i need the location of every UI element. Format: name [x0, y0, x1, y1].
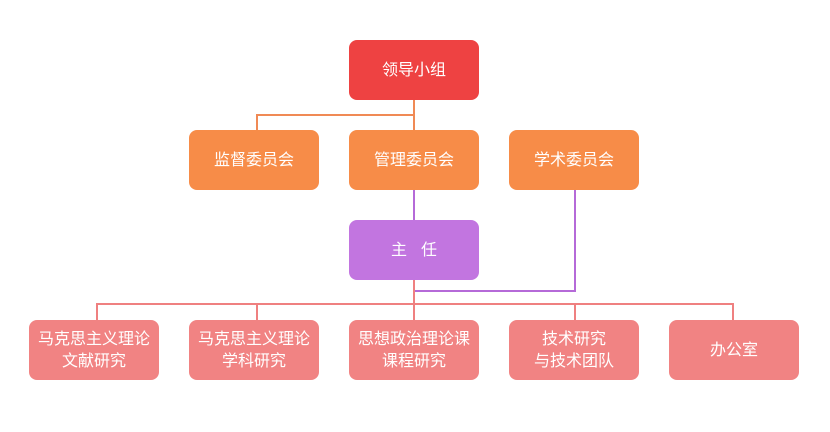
unit-label-line2: 文献研究 — [61, 351, 126, 370]
unit-node-marxism-literature: 马克思主义理论 文献研究 — [29, 320, 159, 380]
supervision-committee-node: 监督委员会 — [189, 130, 319, 190]
academic-committee-node: 学术委员会 — [509, 130, 639, 190]
connector-top-to-committees — [256, 100, 415, 130]
unit-node-ideology-course: 思想政治理论课 课程研究 — [349, 320, 479, 380]
connector-director-to-units — [96, 280, 734, 320]
unit-label-line2: 学科研究 — [221, 351, 286, 370]
unit-label-line1: 办公室 — [709, 340, 758, 359]
unit-label-line1: 马克思主义理论 — [37, 329, 150, 348]
supervision-committee-label: 监督委员会 — [213, 150, 294, 169]
unit-label-line1: 技术研究 — [541, 329, 606, 348]
unit-node-office: 办公室 — [669, 320, 799, 380]
unit-label-line2: 与技术团队 — [533, 351, 614, 370]
unit-node-technology-team: 技术研究 与技术团队 — [509, 320, 639, 380]
academic-committee-label: 学术委员会 — [533, 150, 614, 169]
management-committee-node: 管理委员会 — [349, 130, 479, 190]
unit-label-line2: 课程研究 — [381, 351, 446, 370]
management-committee-label: 管理委员会 — [373, 150, 454, 169]
unit-node-marxism-discipline: 马克思主义理论 学科研究 — [189, 320, 319, 380]
director-node: 主任 — [349, 220, 479, 280]
unit-label-line1: 马克思主义理论 — [197, 329, 310, 348]
director-label: 主任 — [390, 240, 451, 259]
unit-label-line1: 思想政治理论课 — [357, 329, 470, 348]
leadership-group-label: 领导小组 — [381, 60, 446, 79]
leadership-group-node: 领导小组 — [349, 40, 479, 100]
